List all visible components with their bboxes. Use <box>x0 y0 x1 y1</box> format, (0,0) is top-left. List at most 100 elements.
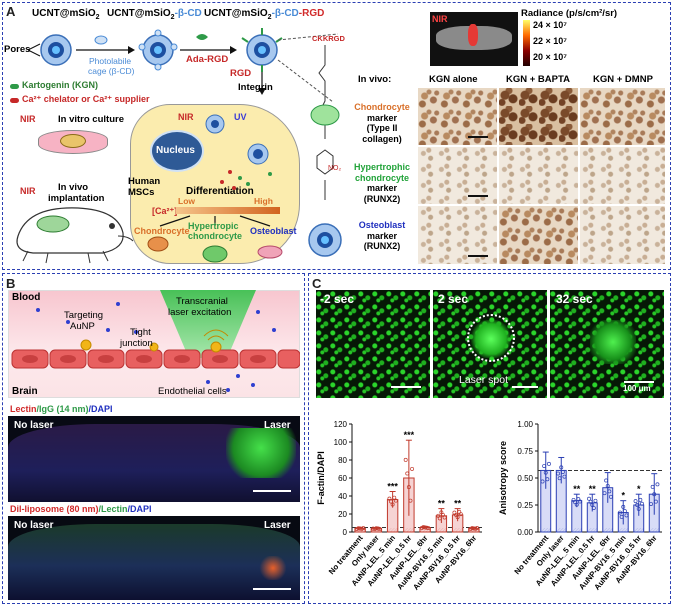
endothelial-label: Endothelial cells <box>158 386 227 397</box>
col-kgn-dmnp: KGN + DMNP <box>593 74 653 85</box>
data-point <box>543 470 548 475</box>
human-label-2: MSCs <box>128 187 155 198</box>
bar-hatch <box>390 527 395 533</box>
pores-label: Pores <box>4 44 31 55</box>
y-tick-label: 60 <box>338 474 347 483</box>
brain-image-1 <box>8 416 300 502</box>
data-point <box>624 513 629 518</box>
bar-hatch <box>393 527 398 533</box>
bar-hatch <box>387 527 392 533</box>
data-point <box>426 526 431 530</box>
nanoparticle-1 <box>40 34 72 66</box>
bar-hatch <box>574 527 579 533</box>
legend-kgn-label: Kartogenin (KGN) <box>22 80 98 90</box>
invivo-label-1: In vivo <box>58 182 89 193</box>
data-point <box>604 478 609 483</box>
bar-hatch <box>543 527 548 533</box>
scalebar-frame-1 <box>391 386 421 388</box>
histo-osteo-kgn <box>418 206 497 264</box>
bar-hatch <box>627 527 629 533</box>
data-point <box>618 510 623 515</box>
histo-osteo-dmnp <box>580 206 665 264</box>
nir-invitro-label: NIR <box>20 114 36 124</box>
bar-hatch <box>621 527 626 533</box>
img1-caption: Lectin/IgG (14 nm)/DAPI <box>10 404 113 414</box>
data-point <box>562 474 567 479</box>
nucleus <box>150 130 204 172</box>
ca-label: [Ca²⁺] <box>152 206 178 216</box>
liposome-signal <box>258 556 288 580</box>
bar-hatch <box>658 527 660 533</box>
y-tick-label: 1.00 <box>517 420 533 429</box>
frame-label-1: -2 sec <box>320 292 355 306</box>
bar-hatch <box>363 528 366 533</box>
frame-32 <box>550 290 664 398</box>
data-point <box>540 479 545 484</box>
img1-left: No laser <box>14 420 54 431</box>
col-kgn-bapta: KGN + BAPTA <box>506 74 570 85</box>
bar-hatch <box>633 527 638 533</box>
y-tick-label: 0.00 <box>517 528 533 537</box>
data-point <box>458 512 463 517</box>
photolabile-label-2: cage (β-CD) <box>88 66 135 76</box>
data-point <box>608 494 613 499</box>
data-point <box>591 506 596 510</box>
frame-label-3: 32 sec <box>556 292 593 306</box>
y-tick-label: 0.25 <box>517 501 533 510</box>
y-tick-label: 80 <box>338 456 347 465</box>
brain-label: Brain <box>12 386 38 397</box>
img2-caption: Dil-liposome (80 nm)/Lectin/DAPI <box>10 504 152 514</box>
data-point <box>619 514 624 519</box>
histo-hyper-kgn <box>418 147 497 204</box>
bar-hatch <box>611 527 613 533</box>
legend-ca-label: Ca²⁺ chelator or Ca²⁺ supplier <box>22 94 150 104</box>
histo-chondro-bapta <box>499 88 578 145</box>
scalebar-frame-2 <box>512 386 538 388</box>
bar-hatch <box>559 527 564 533</box>
row-label-hypertrophic: Hypertrophic chondrocyte marker (RUNX2) <box>353 162 410 204</box>
mouse-illustration <box>16 207 134 264</box>
panel-c <box>308 273 671 604</box>
bar-hatch <box>461 527 464 533</box>
panel-b-label: B <box>6 276 16 291</box>
targeting-label-1: Targeting <box>64 310 104 321</box>
laser-spot-circle <box>467 314 515 362</box>
data-point <box>410 466 415 471</box>
hyper-label-2: chondrocyte <box>188 231 243 241</box>
synthesis-diagram <box>27 28 338 103</box>
bar-hatch <box>396 527 399 533</box>
y-tick-label: 0 <box>343 528 348 537</box>
data-point <box>588 499 593 504</box>
bar-hatch <box>618 527 623 533</box>
data-point <box>405 471 410 476</box>
data-point <box>390 502 395 507</box>
ada-rgd-label: Ada-RGD <box>186 54 229 65</box>
nanoparticle-3 <box>241 28 283 72</box>
data-point <box>392 495 397 500</box>
data-point <box>376 526 380 531</box>
data-point <box>545 477 550 482</box>
bar-hatch <box>649 527 654 533</box>
bar-hatch <box>455 527 460 533</box>
data-point <box>607 489 612 494</box>
data-point <box>633 499 638 504</box>
brain-tissue-2 <box>8 524 300 600</box>
data-point <box>475 526 480 530</box>
significance-label: ** <box>438 499 446 509</box>
bar-hatch <box>565 527 567 533</box>
uv-cell-label: UV <box>234 112 247 122</box>
nanoparticle-2 <box>138 29 178 71</box>
bar-hatch <box>636 527 641 533</box>
invivo-title: In vivo: <box>358 74 392 85</box>
mouse-radiance-image <box>430 12 518 66</box>
bar-hatch <box>571 527 576 533</box>
significance-label: ** <box>573 484 581 494</box>
frame32-cluster <box>590 320 636 364</box>
bar-hatch <box>425 527 431 533</box>
nucleus-label: Nucleus <box>156 145 195 156</box>
human-label-1: Human <box>128 176 161 187</box>
data-point <box>424 525 429 530</box>
frame-label-2: 2 sec <box>438 292 469 306</box>
